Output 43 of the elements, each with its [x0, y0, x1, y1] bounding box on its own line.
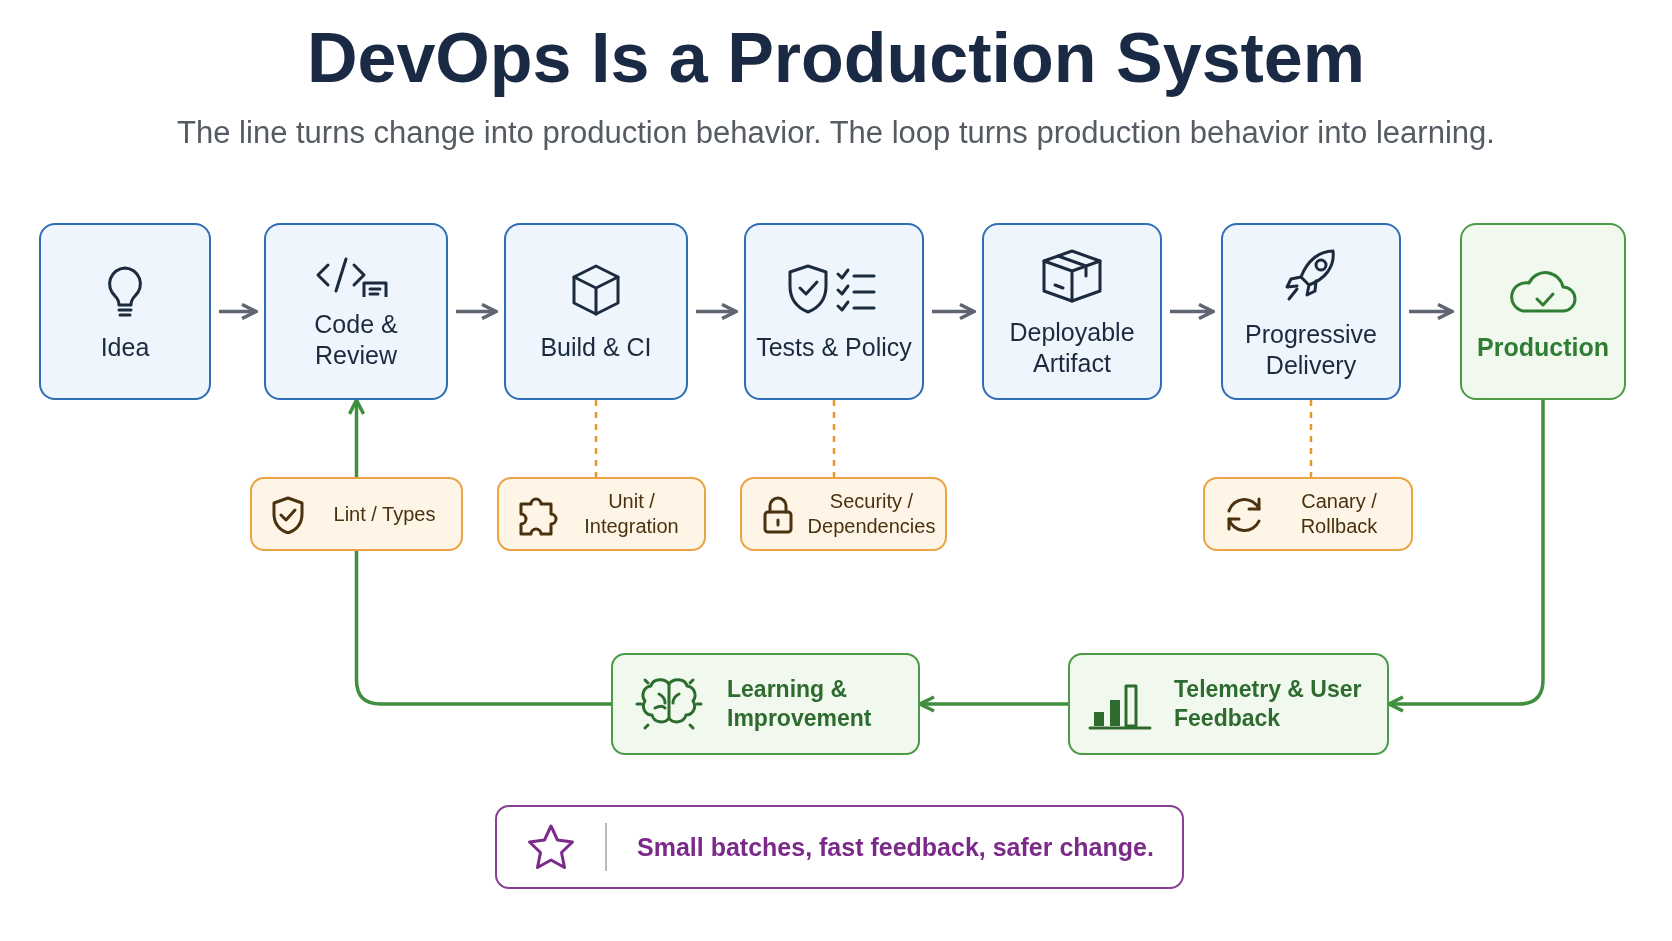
node-label: Unit / Integration	[583, 489, 680, 539]
feedback-box	[611, 653, 920, 755]
check-box	[1203, 477, 1413, 551]
check-box	[740, 477, 947, 551]
node-label: Security / Dependencies	[806, 489, 937, 539]
node-label: Code & Review	[313, 308, 399, 371]
process-box	[982, 223, 1162, 400]
arrow	[347, 398, 366, 477]
node-label: Production	[1477, 333, 1609, 362]
title: DevOps Is a Production System	[305, 18, 1367, 98]
process-box	[504, 223, 688, 400]
check-box	[497, 477, 706, 551]
process-box	[39, 223, 211, 400]
arrow	[1409, 302, 1454, 321]
node-label: Learning & Improvement	[727, 675, 873, 733]
node-label: Telemetry & User Feedback	[1174, 675, 1363, 733]
node-label: Small batches, fast feedback, safer change.	[637, 832, 1154, 862]
process-box	[1460, 223, 1626, 400]
node-label: Canary / Rollback	[1299, 489, 1379, 539]
dashed-connector	[1309, 400, 1313, 477]
node-label: Build & CI	[539, 332, 653, 363]
node-label: Tests & Policy	[755, 332, 913, 363]
note-box	[495, 805, 1184, 889]
node-label: Lint / Types	[332, 501, 437, 527]
node-label: Progressive Delivery	[1244, 318, 1378, 381]
arrow	[696, 302, 738, 321]
arrow	[918, 695, 1068, 713]
arrow	[1387, 400, 1545, 713]
arrow	[1170, 302, 1215, 321]
node-label: Deployable Artifact	[1008, 316, 1136, 379]
process-box	[744, 223, 924, 400]
connector-line	[354, 551, 611, 706]
subtitle: The line turns change into production behavior. The loop turns production behavior into learning.	[176, 115, 1496, 151]
arrow	[219, 302, 258, 321]
arrow	[932, 302, 976, 321]
node-label: Idea	[99, 332, 151, 363]
dashed-connector	[832, 400, 836, 477]
process-box	[1221, 223, 1401, 400]
process-box	[264, 223, 448, 400]
dashed-connector	[594, 400, 598, 477]
check-box	[250, 477, 463, 551]
arrow	[456, 302, 498, 321]
feedback-box	[1068, 653, 1389, 755]
